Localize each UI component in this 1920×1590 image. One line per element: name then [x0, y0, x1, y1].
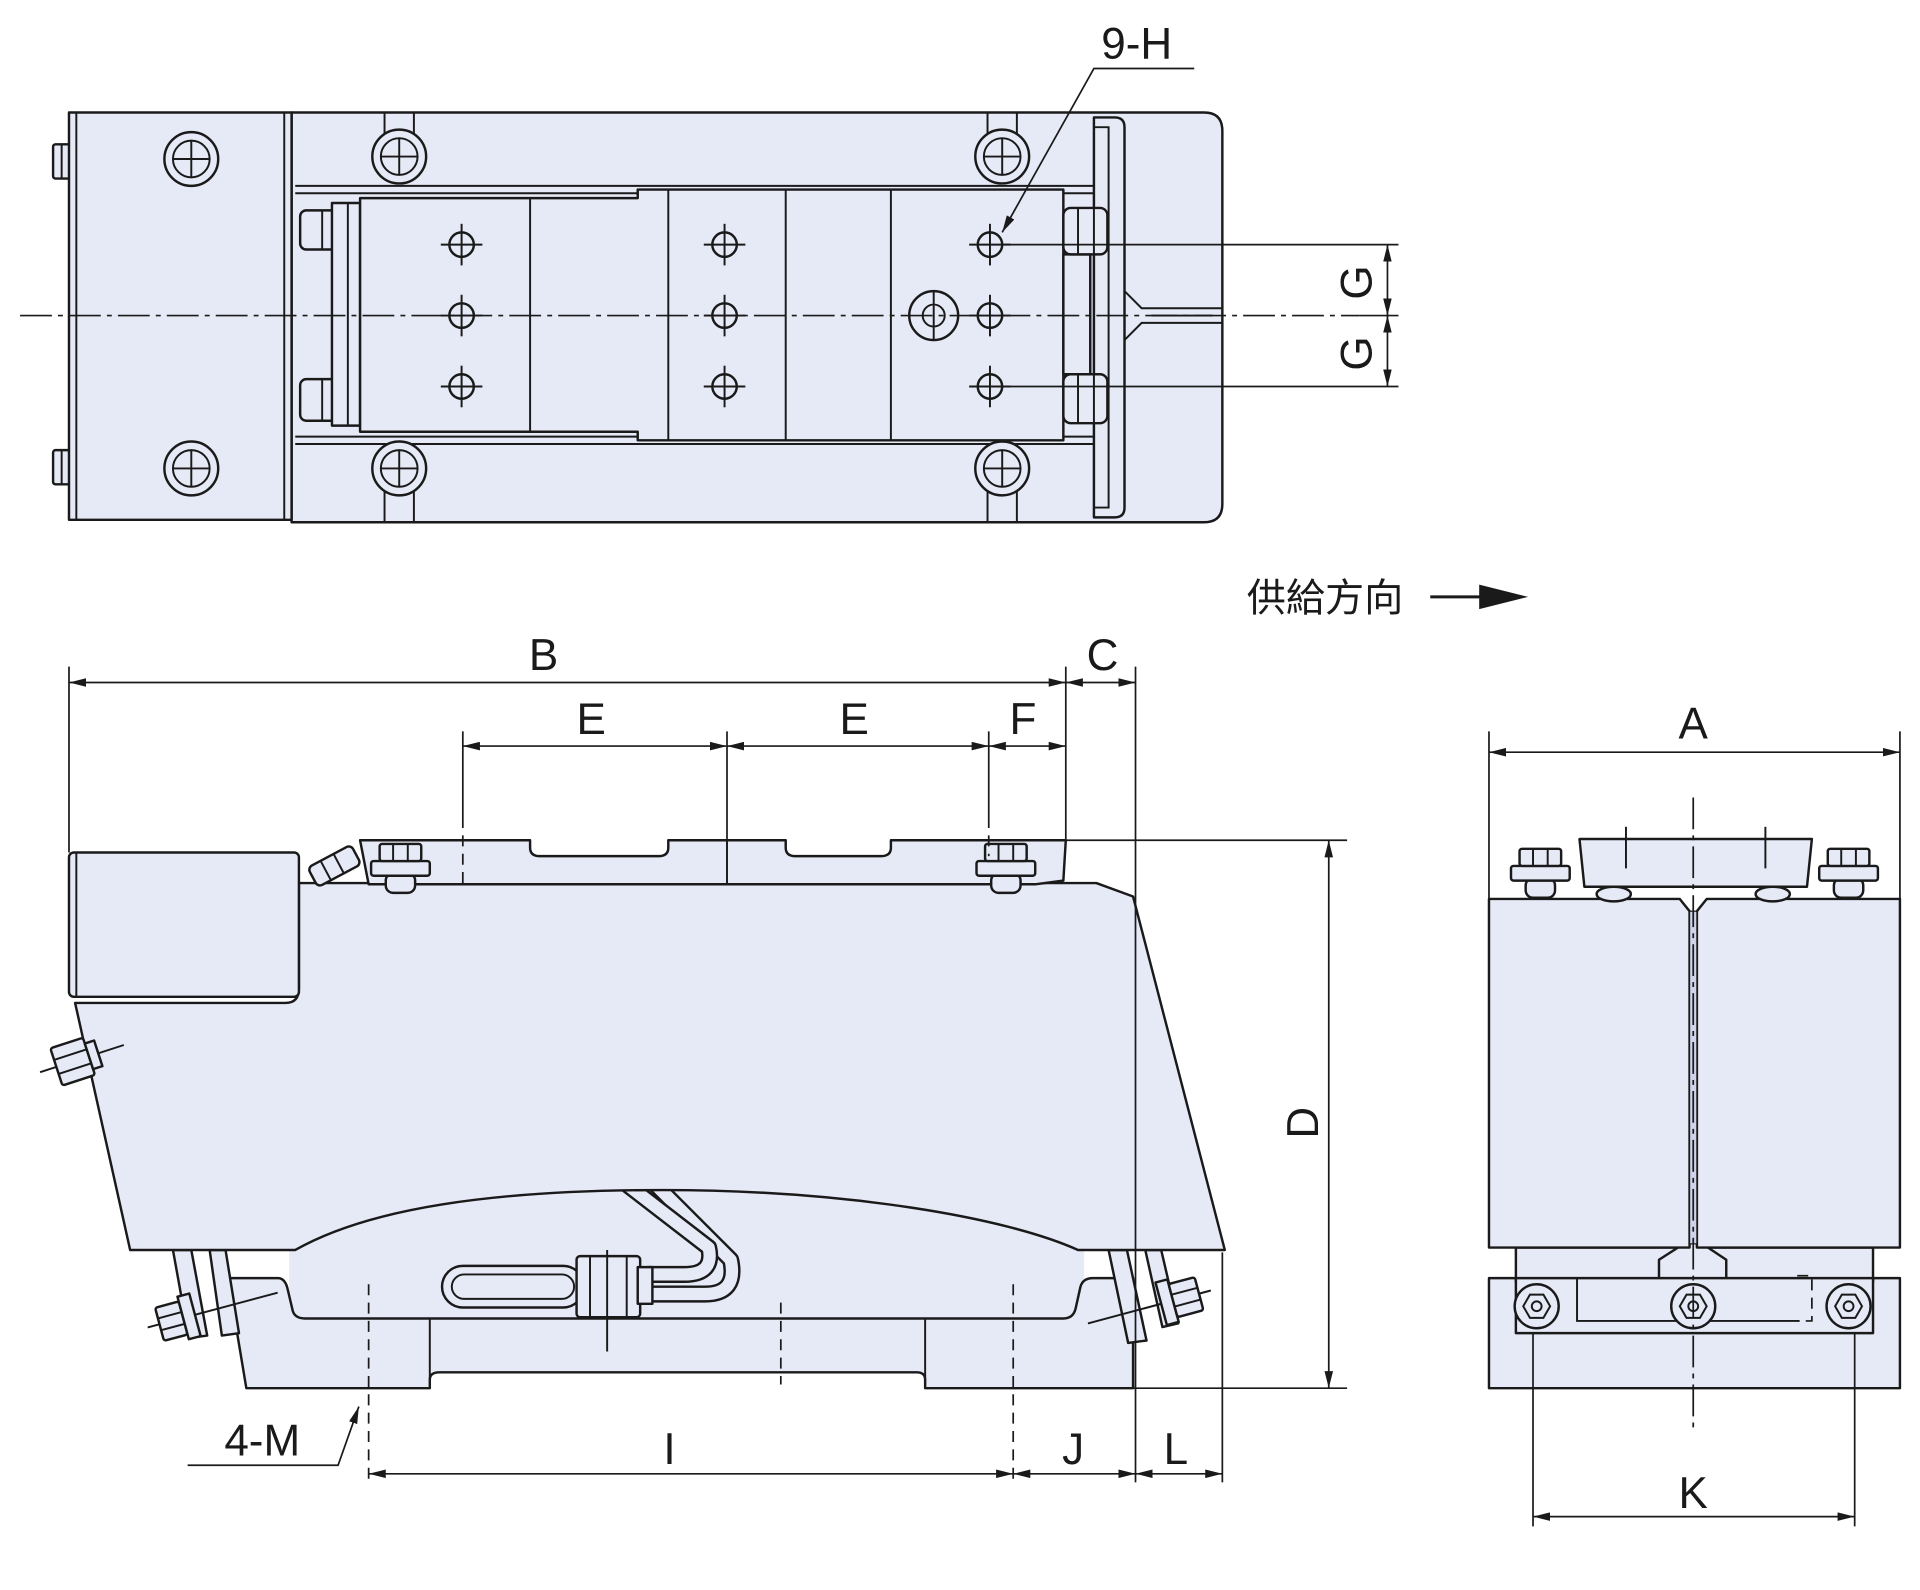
holes-leader: 9-H: [1001, 20, 1195, 233]
dim-d-label: D: [1279, 1107, 1328, 1139]
base-mount-bolt-icon: [974, 128, 1031, 185]
spring-bolt-right: [1087, 1276, 1212, 1327]
g-lower-label: G: [1333, 336, 1382, 370]
g-upper-label: G: [1333, 265, 1382, 299]
dim-b-label: B: [529, 631, 558, 680]
side-view: B C E E F D: [39, 631, 1348, 1483]
dimension-a: A: [1488, 700, 1901, 899]
feed-direction: 供給方向: [1247, 577, 1529, 622]
trough-rod-bolt: [308, 845, 361, 887]
dim-f-label: F: [1010, 695, 1037, 744]
mount-holes-leader: 4-M: [187, 1406, 360, 1467]
spring-bolt-left: [147, 1291, 278, 1342]
end-trough: [1578, 826, 1814, 903]
stud-top-left: [51, 143, 72, 180]
end-mount-bolt-icon: [1513, 1283, 1560, 1330]
stud-bottom-left: [51, 448, 72, 486]
base-mount-bolt-icon: [974, 440, 1031, 497]
dim-c-label: C: [1087, 631, 1119, 680]
drive-mount-bolt-icon: [163, 440, 220, 497]
end-cap-bolt-icon: [1817, 847, 1880, 899]
dim-l-label: L: [1164, 1425, 1188, 1474]
side-adjust-bolt: [39, 1037, 125, 1087]
dim-e-left-label: E: [577, 695, 606, 744]
mount-hole-centerlines: [367, 1284, 1015, 1483]
air-hose-assembly: [440, 1174, 741, 1352]
dim-j-label: J: [1062, 1425, 1084, 1474]
trough-end-cylinders: [1062, 206, 1109, 425]
drive-mount-bolt-icon: [163, 130, 220, 188]
top-view: G G 9-H: [20, 20, 1399, 524]
feed-direction-arrowhead-icon: [1479, 584, 1529, 610]
main-body: [73, 881, 1227, 1252]
base-mount-bolt-icon: [371, 440, 428, 497]
end-view: A: [1487, 700, 1902, 1527]
dimension-i-j-l: I J L: [368, 1252, 1224, 1483]
mount-holes-label: 4-M: [224, 1416, 300, 1465]
dimension-k: K: [1532, 1333, 1856, 1527]
trough-side: [358, 839, 1068, 886]
dim-e-right-label: E: [840, 695, 869, 744]
drive-unit-box: [67, 851, 301, 999]
feed-direction-label: 供給方向: [1247, 577, 1404, 622]
dimension-d: D: [1065, 839, 1348, 1390]
dimension-b: B: [68, 631, 1067, 853]
dimension-e-f: E E F: [461, 695, 1066, 884]
dim-a-label: A: [1679, 700, 1709, 749]
base-mount-bolt-icon: [371, 128, 428, 185]
holes-label: 9-H: [1101, 20, 1172, 69]
end-bracket: [1092, 116, 1126, 519]
dimension-g: G G: [1002, 243, 1399, 388]
end-mount-bolt-icon: [1825, 1283, 1872, 1330]
base-block: [226, 1276, 1135, 1390]
trough-end-plate: [298, 201, 362, 427]
dim-k-label: K: [1679, 1469, 1708, 1518]
dim-i-label: I: [663, 1425, 675, 1474]
dimension-c: C: [1065, 631, 1137, 1483]
end-cap-bolt-icon: [1509, 847, 1571, 899]
end-body-blocks: [1487, 897, 1902, 1249]
